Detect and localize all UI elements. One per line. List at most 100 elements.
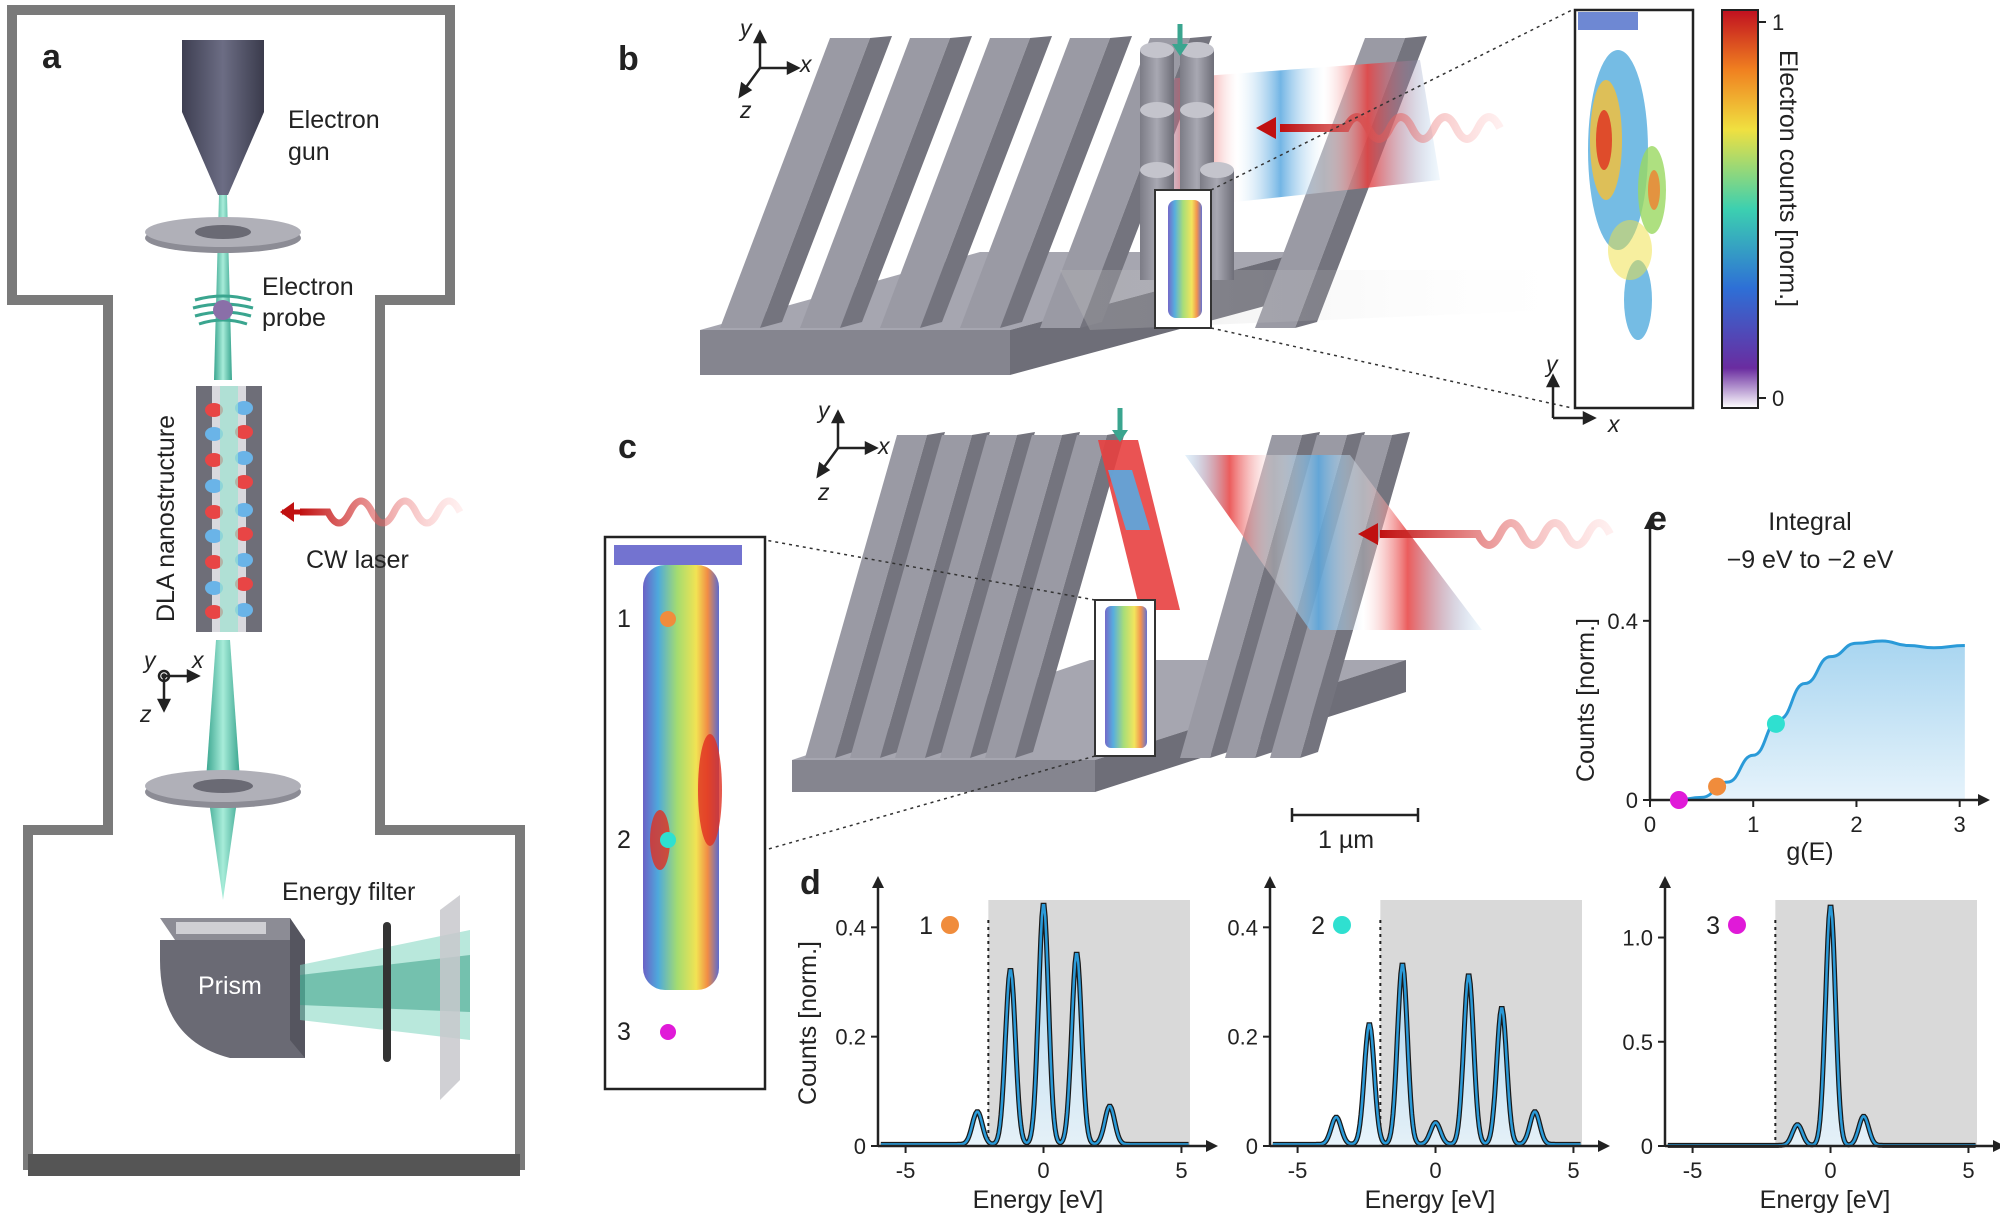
axis-b-z: z: [739, 97, 752, 123]
integral-point: [1708, 777, 1727, 796]
point-label-3: 3: [617, 1018, 631, 1046]
prism: [160, 918, 305, 1058]
pillar-top: [1200, 162, 1234, 178]
spectrum-fit: [880, 904, 1189, 1146]
panel-c: c y x z: [603, 397, 1614, 1091]
colorbar-label: Electron counts [norm.]: [1774, 50, 1802, 307]
grating-c-rib: [850, 435, 972, 758]
panel-label-c: c: [618, 428, 637, 466]
inset-axis-b-y: y: [1544, 351, 1559, 377]
panel-label-a: a: [42, 38, 62, 76]
panel-label-d: d: [800, 864, 821, 902]
zoom-line-b-2: [1210, 327, 1573, 409]
gray-region: [1775, 900, 1977, 1146]
pillar-top: [1180, 102, 1214, 118]
point-marker-2: [660, 832, 676, 848]
x-tick-label: 0: [1824, 1158, 1836, 1183]
pillar-top: [1180, 42, 1214, 58]
point-label-2: 2: [617, 826, 631, 854]
y-axis-arrow: [1264, 876, 1276, 888]
aperture-upper: [145, 217, 301, 253]
x-tick-label: 2: [1850, 812, 1862, 837]
gray-region: [1380, 900, 1582, 1146]
filter-beam: [300, 895, 470, 1100]
grating-c: [792, 432, 1482, 792]
grating-c-rib-side: [925, 432, 1035, 758]
axes-b: [738, 29, 801, 99]
zoom-line-b-1: [1210, 9, 1573, 191]
pump-laser-c-icon: [1358, 519, 1614, 549]
y-tick-label: 0: [1641, 1134, 1653, 1159]
series-marker: [1728, 916, 1746, 934]
chart-title-2: −9 eV to −2 eV: [1727, 546, 1894, 574]
grating-c-rib: [940, 435, 1062, 758]
series-label: 1: [919, 912, 933, 940]
x-axis-arrow: [1993, 1140, 2000, 1152]
grating-c-rib: [805, 435, 927, 758]
integral-point: [1669, 791, 1688, 809]
panel-b: b y x z: [618, 8, 1802, 437]
colorbar-min: 0: [1772, 386, 1784, 411]
y-tick-label: 0.2: [835, 1025, 866, 1050]
inset-small-c: [1094, 599, 1156, 757]
y-axis-label: Counts [norm.]: [794, 941, 822, 1105]
electron-probe-icon: [192, 294, 254, 326]
axis-a-x: x: [191, 647, 205, 673]
axis-a-z: z: [139, 701, 152, 727]
pillar-top: [1140, 162, 1174, 178]
spectrum-fill: [1272, 965, 1581, 1146]
grating-b-rib-side: [760, 36, 892, 328]
electron-arrow-c-icon: [1112, 408, 1128, 442]
label-energy-filter: Energy filter: [282, 878, 415, 906]
aperture-lower: [145, 770, 301, 808]
label-prism: Prism: [198, 972, 262, 1000]
x-axis-arrow: [1598, 1140, 1610, 1152]
x-tick-label: 5: [1962, 1158, 1974, 1183]
grating-c-rib-side: [970, 432, 1080, 758]
grating-c-rib-side: [1015, 432, 1125, 758]
x-tick-label: 5: [1175, 1158, 1187, 1183]
inset-c-points: 123: [617, 605, 676, 1046]
inset-large-b: [1573, 8, 1695, 410]
grating-b-rib: [880, 38, 1030, 328]
dla-nanostructure: [196, 386, 262, 632]
grating-b-rib: [960, 38, 1110, 328]
series-marker: [1333, 916, 1351, 934]
pillar-top: [1140, 42, 1174, 58]
x-axis-label: g(E): [1786, 838, 1833, 866]
y-tick-label: 0.2: [1227, 1025, 1258, 1050]
x-tick-label: -5: [896, 1158, 916, 1183]
label-electron-gun-1: Electron: [288, 106, 380, 134]
label-electron-probe-1: Electron: [262, 273, 354, 301]
integral-point: [1766, 714, 1785, 733]
x-tick-label: -5: [1288, 1158, 1308, 1183]
x-axis-arrow: [1978, 794, 1990, 806]
label-dla: DLA nanostructure: [152, 415, 180, 622]
grating-b-rib: [720, 38, 870, 328]
y-axis-arrow: [1659, 876, 1671, 888]
zoom-line-c-2: [764, 755, 1096, 851]
y-tick-label: 0.4: [1607, 609, 1638, 634]
x-tick-label: 0: [1037, 1158, 1049, 1183]
y-tick-label: 1.0: [1622, 926, 1653, 951]
grating-b-rib: [800, 38, 950, 328]
x-tick-label: -5: [1683, 1158, 1703, 1183]
inset-axis-b-x: x: [1607, 411, 1621, 437]
electron-gun-body: [182, 40, 264, 112]
pillar-top: [1140, 102, 1174, 118]
axis-c-z: z: [817, 479, 830, 505]
inset-small-b: [1154, 189, 1212, 329]
grating-b-rib-side: [840, 36, 972, 328]
y-tick-label: 0: [854, 1134, 866, 1159]
grating-c-rib-side: [880, 432, 990, 758]
x-axis-label: Energy [eV]: [1760, 1186, 1891, 1214]
point-marker-3: [660, 1024, 676, 1040]
cw-laser-icon: [280, 497, 464, 527]
y-tick-label: 0: [1246, 1134, 1258, 1159]
y-axis-arrow: [1644, 517, 1656, 529]
grating-b: [700, 36, 1560, 375]
grating-c-rib: [895, 435, 1017, 758]
